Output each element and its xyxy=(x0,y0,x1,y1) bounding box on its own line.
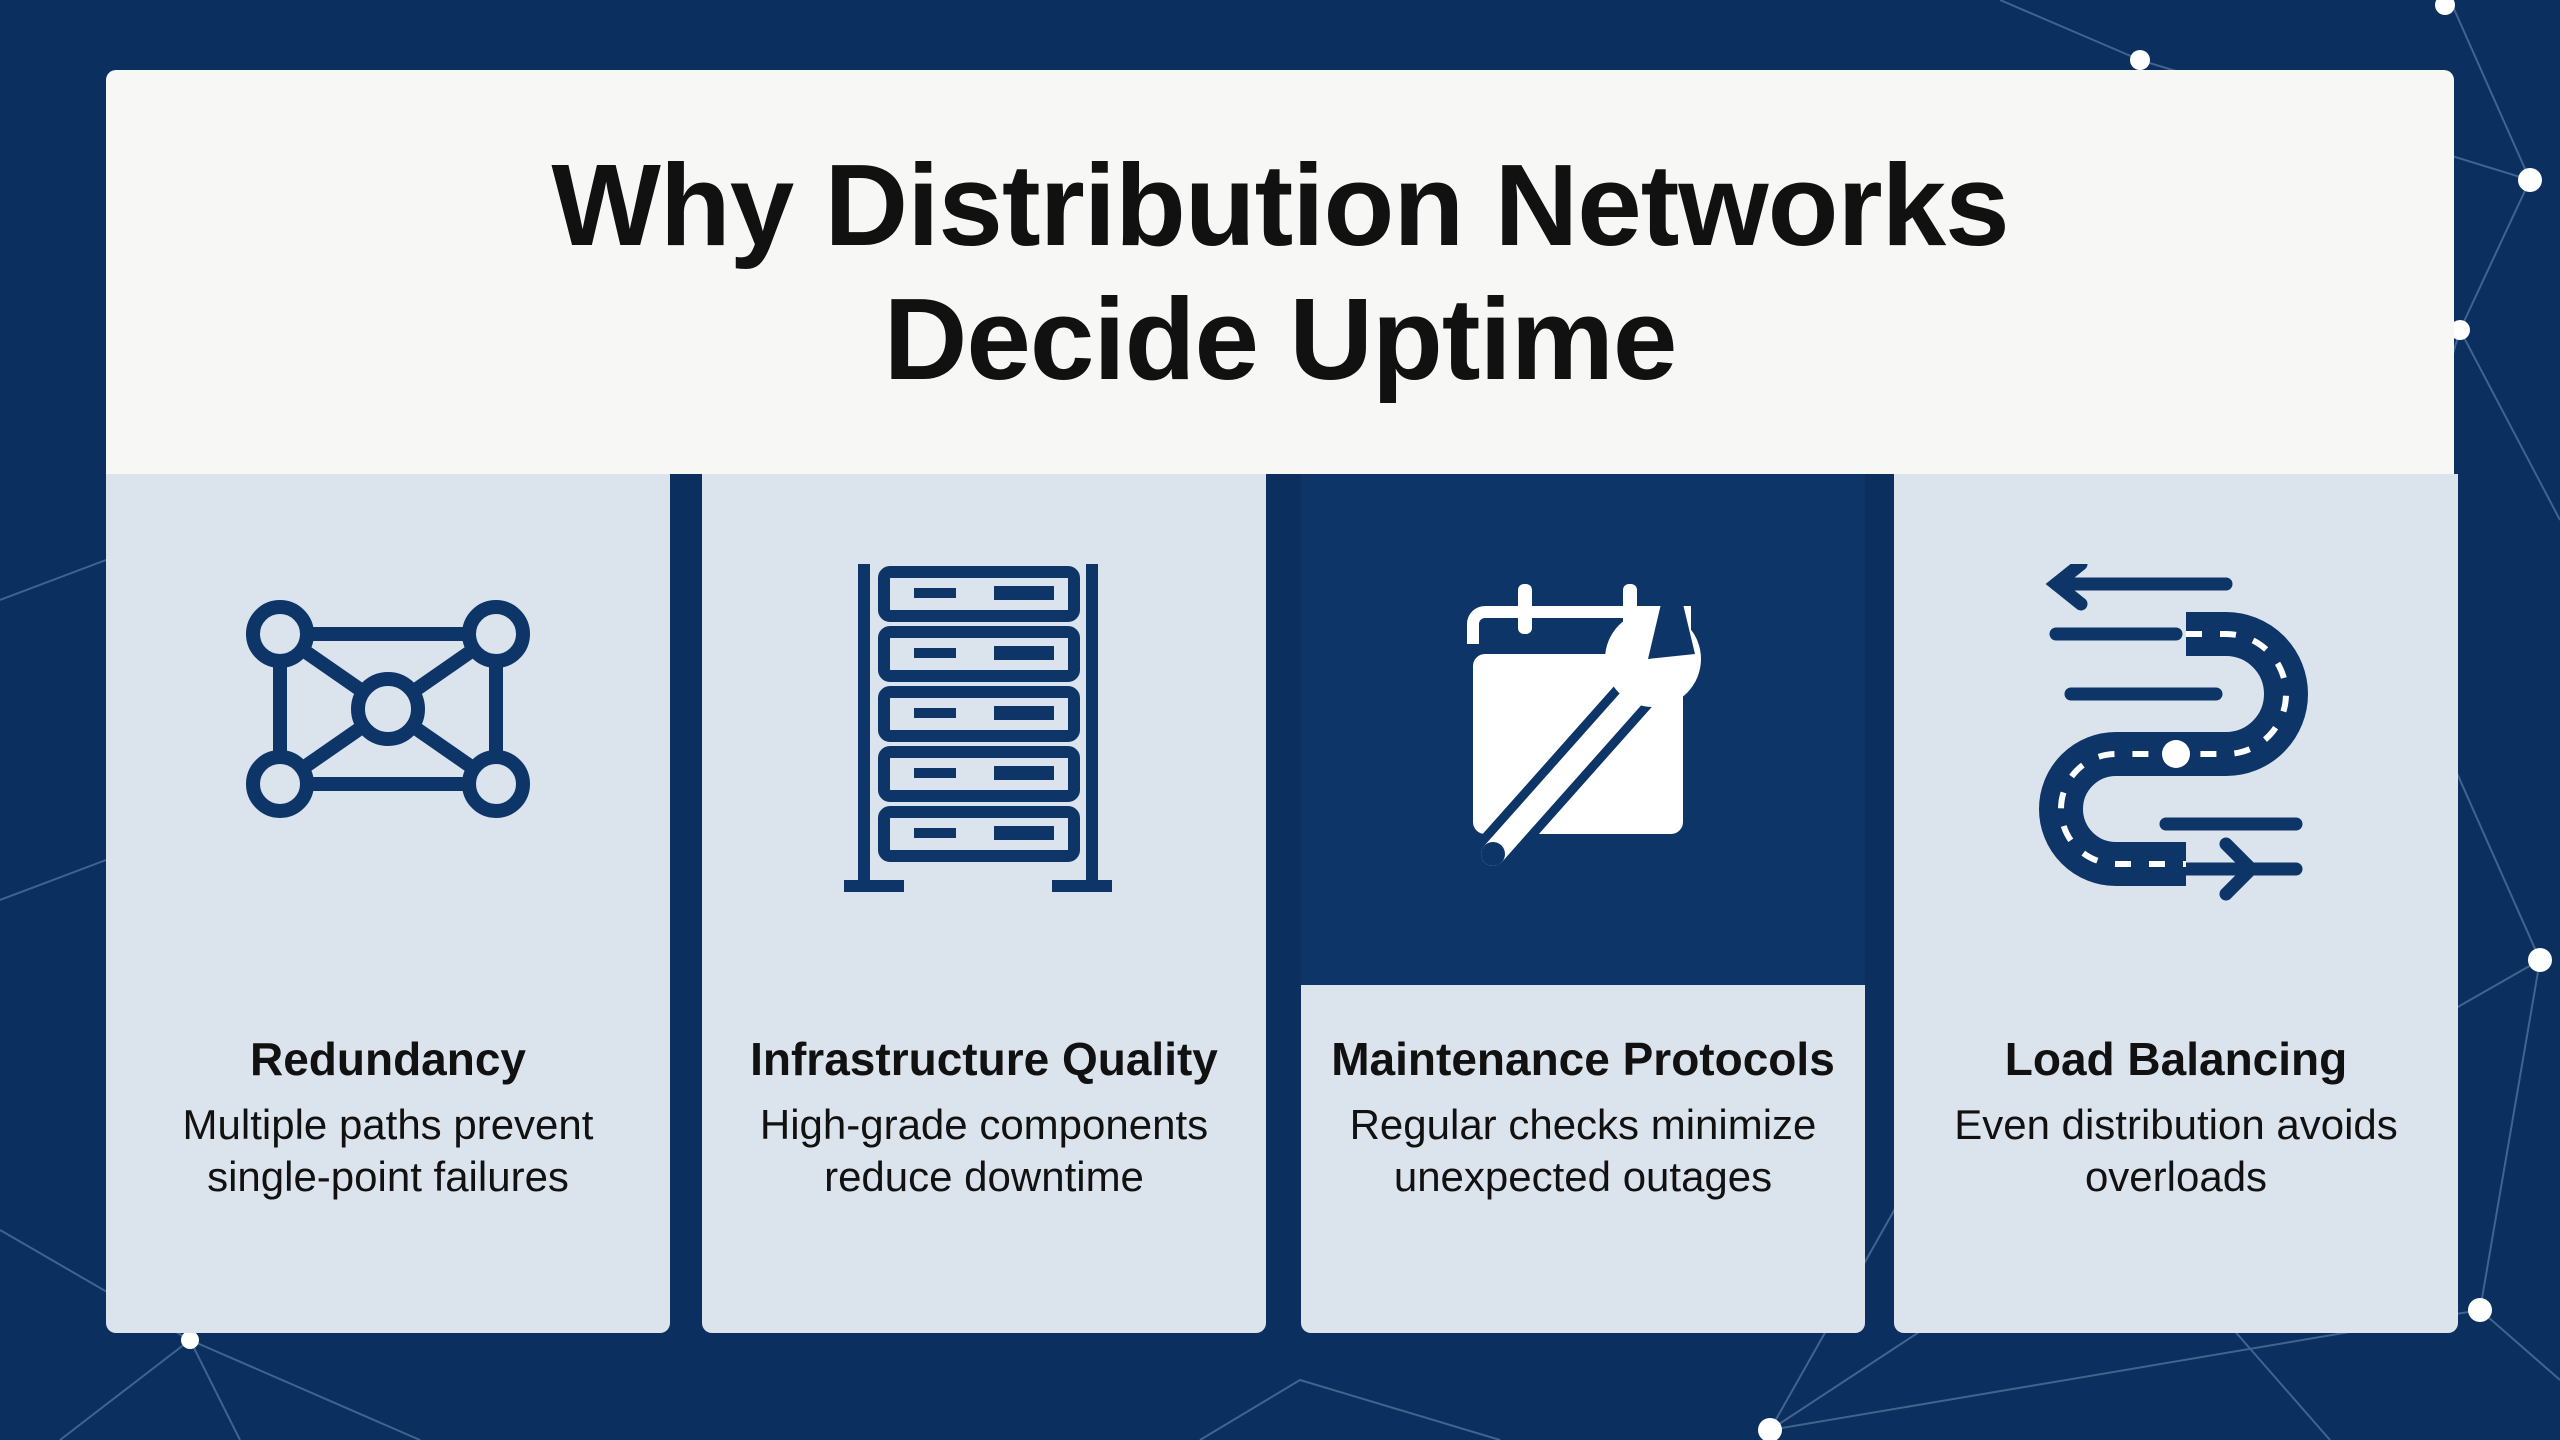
card-load-balancing: Load Balancing Even distribution avoids … xyxy=(1894,474,2458,1333)
calendar-wrench-icon xyxy=(1467,584,1701,875)
card-description: High-grade components reduce downtime xyxy=(759,1101,1209,1200)
network-nodes-icon xyxy=(246,600,530,818)
card-redundancy: Redundancy Multiple paths prevent single… xyxy=(106,474,670,1333)
road-arrows-icon xyxy=(2039,564,2308,901)
card-maintenance-protocols: Maintenance Protocols Regular checks min… xyxy=(1301,474,1865,1333)
card-title: Redundancy xyxy=(249,1033,527,1085)
page-title-line1: Why Distribution Networks xyxy=(551,140,2009,270)
card-title: Infrastructure Quality xyxy=(750,1033,1218,1085)
card-infrastructure-quality: Infrastructure Quality High-grade compon… xyxy=(702,474,1266,1333)
card-description: Regular checks minimize unexpected outag… xyxy=(1349,1101,1817,1200)
card-description: Multiple paths prevent single-point fail… xyxy=(182,1101,594,1200)
card-title: Maintenance Protocols xyxy=(1331,1033,1835,1085)
card-title: Load Balancing xyxy=(2004,1033,2348,1085)
title-panel: Why Distribution Networks Decide Uptime xyxy=(106,70,2454,474)
server-rack-icon xyxy=(844,564,1112,892)
card-description: Even distribution avoids overloads xyxy=(1954,1101,2398,1200)
page-title-line2: Decide Uptime xyxy=(883,274,1678,404)
